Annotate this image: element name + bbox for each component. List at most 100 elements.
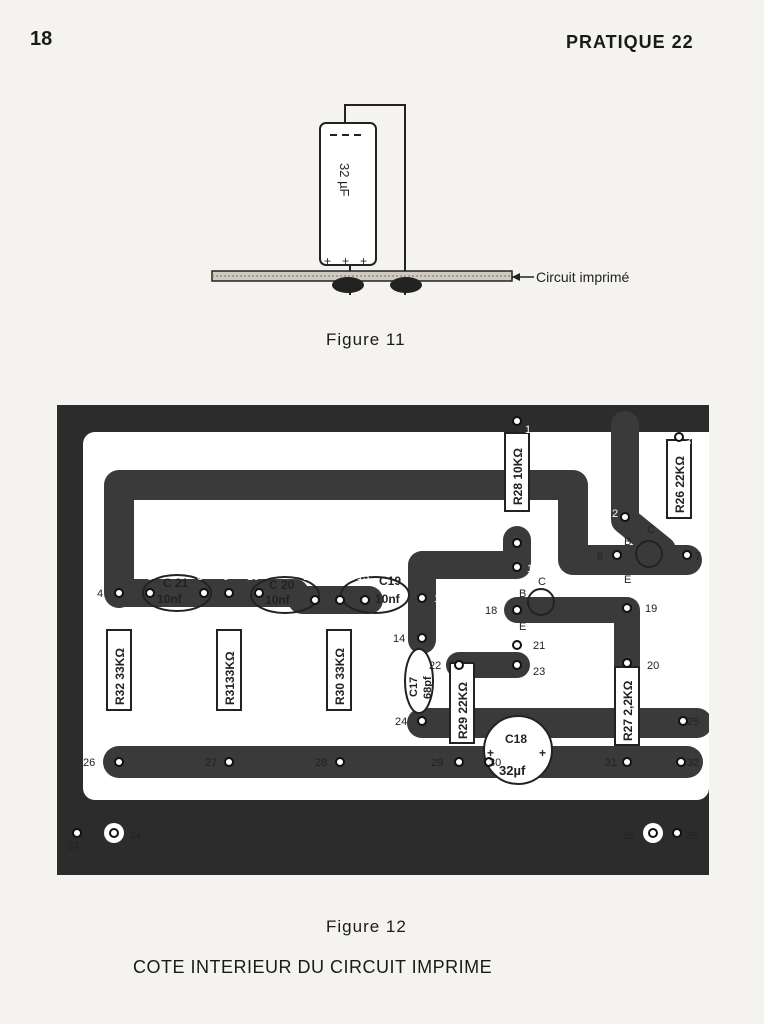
- point-label-23: 23: [533, 666, 545, 678]
- point-label-13: 13: [357, 571, 369, 583]
- point-label-28: 28: [315, 757, 327, 769]
- point-label-36: 36: [685, 830, 697, 842]
- pad-17: [512, 538, 522, 548]
- pad-31: [622, 757, 632, 767]
- c21-name: C 21: [163, 576, 189, 590]
- point-label-25: 25: [687, 716, 699, 728]
- point-label-15: 15: [434, 593, 446, 605]
- pad-26: [114, 757, 124, 767]
- pad-28: [335, 757, 345, 767]
- svg-text:+: +: [487, 746, 494, 760]
- point-label-5: 5: [147, 571, 153, 583]
- pad-9: [224, 588, 234, 598]
- point-label-16: 16: [527, 563, 539, 575]
- pad-14: [417, 633, 427, 643]
- pad-30: [484, 757, 494, 767]
- pad-34: [109, 828, 119, 838]
- point-label-4: 4: [97, 588, 103, 600]
- pcb-label: Circuit imprimé: [536, 269, 630, 285]
- pad-33: [72, 828, 82, 838]
- point-label-35: 35: [623, 830, 635, 842]
- figure-12-subtitle: COTE INTERIEUR DU CIRCUIT IMPRIME: [133, 957, 493, 977]
- svg-text:+: +: [342, 254, 349, 268]
- pad-29: [454, 757, 464, 767]
- c19-name: C19: [379, 574, 401, 588]
- point-label-17: 17: [532, 538, 544, 550]
- svg-text:+: +: [539, 746, 546, 760]
- pad-8: [199, 588, 209, 598]
- pad-36: [672, 828, 682, 838]
- r28-label: R28 10KΩ: [511, 448, 525, 505]
- point-label-31: 31: [605, 757, 617, 769]
- pad-32: [676, 757, 686, 767]
- figure-12-pcb: R32 33KΩ R3133KΩ R30 33KΩ R29 22KΩ R28 1…: [57, 405, 709, 875]
- pad-21: [512, 640, 522, 650]
- r27-label: R27 2,2KΩ: [621, 680, 635, 741]
- point-label-26: 26: [83, 757, 95, 769]
- pad-5: [145, 588, 155, 598]
- point-label-24: 24: [395, 716, 407, 728]
- running-head: PRATIQUE 22: [566, 32, 694, 52]
- point-label-9: 9: [223, 571, 229, 583]
- figure-11-caption: Figure 11: [326, 330, 406, 349]
- c20-name: C 20: [269, 578, 295, 592]
- pad-16: [512, 562, 522, 572]
- point-label-10: 10: [247, 571, 259, 583]
- pads-layer: [72, 416, 692, 838]
- pad-6: [612, 550, 622, 560]
- c17-value: 68pf: [422, 676, 434, 699]
- point-label-2: 2: [612, 508, 618, 520]
- c20-value: 10nf: [265, 593, 291, 607]
- pad-7: [682, 550, 692, 560]
- svg-text:+: +: [324, 254, 331, 268]
- c19-value: 10nf: [375, 592, 401, 606]
- c18-name: C18: [505, 732, 527, 746]
- pad-13: [360, 595, 370, 605]
- pad-4: [114, 588, 124, 598]
- t1-e: E: [519, 621, 526, 633]
- pad-10: [254, 588, 264, 598]
- point-label-30: 30: [489, 757, 501, 769]
- pad-25: [678, 716, 688, 726]
- t2-e: E: [624, 574, 631, 586]
- c17-name: C17: [408, 677, 420, 697]
- point-label-11: 11: [303, 571, 314, 583]
- point-label-32: 32: [687, 757, 699, 769]
- point-label-19: 19: [645, 603, 657, 615]
- c21-value: 10nf: [157, 592, 183, 606]
- figure-11-drawing: 32 µF + + + Circuit imprimé: [211, 104, 630, 295]
- point-label-29: 29: [431, 757, 443, 769]
- point-label-27: 27: [205, 757, 217, 769]
- pad-22: [454, 660, 464, 670]
- pad-3: [674, 432, 684, 442]
- pad-19: [622, 603, 632, 613]
- page-number: 18: [30, 28, 53, 50]
- r29-label: R29 22KΩ: [456, 682, 470, 739]
- r30-label: R30 33KΩ: [333, 648, 347, 705]
- point-label-21: 21: [533, 640, 545, 652]
- t1-c: C: [538, 576, 546, 588]
- pad-15: [417, 593, 427, 603]
- r26-label: R26 22KΩ: [673, 456, 687, 513]
- pad-27: [224, 757, 234, 767]
- pad-18: [512, 605, 522, 615]
- pad-20: [622, 658, 632, 668]
- point-label-1: 1: [525, 424, 531, 436]
- pad-24: [417, 716, 427, 726]
- pad-1: [512, 416, 522, 426]
- pad-35: [648, 828, 658, 838]
- point-label-8: 8: [197, 571, 203, 583]
- r31-label: R3133KΩ: [223, 651, 237, 705]
- capacitor-label: 32 µF: [337, 163, 352, 197]
- point-label-3: 3: [685, 436, 691, 448]
- c18-value: 32µf: [499, 763, 526, 778]
- pad-2: [620, 512, 630, 522]
- point-label-34: 34: [129, 830, 141, 842]
- t2-c: C: [647, 524, 655, 536]
- pad-12: [335, 595, 345, 605]
- point-label-20: 20: [647, 660, 659, 672]
- pad-23: [512, 660, 522, 670]
- t2-b: B: [624, 536, 631, 548]
- t1-b: B: [519, 588, 526, 600]
